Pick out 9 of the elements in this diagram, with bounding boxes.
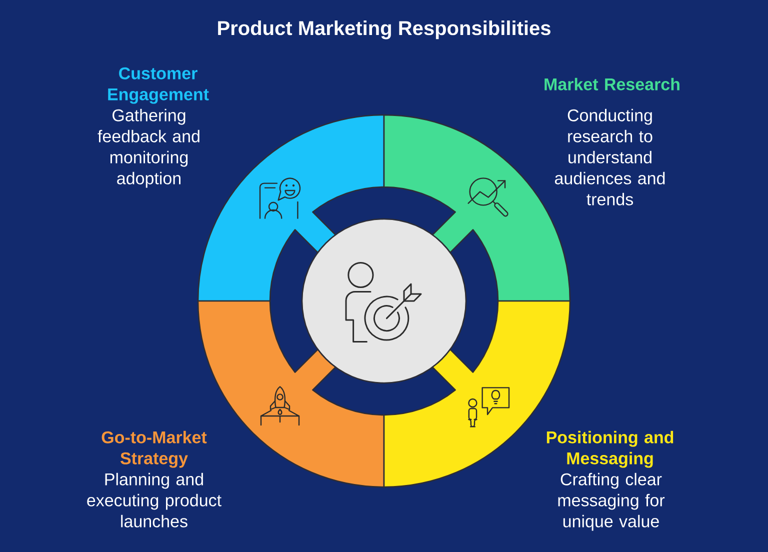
heading: Positioning and Messaging [546,430,674,468]
description: Conducting research to understand audiences and trends [554,108,665,206]
description: Gathering feedback and monitoring adoption [98,108,200,188]
heading: Market Research [544,78,680,90]
heading: Go-to-Market Strategy [102,430,207,468]
title: Product Marketing Responsibilities [218,20,550,40]
description: Planning and executing product launches [87,472,222,528]
heading: Customer Engagement [108,67,209,104]
description: Crafting clear messaging for unique value [558,472,665,531]
